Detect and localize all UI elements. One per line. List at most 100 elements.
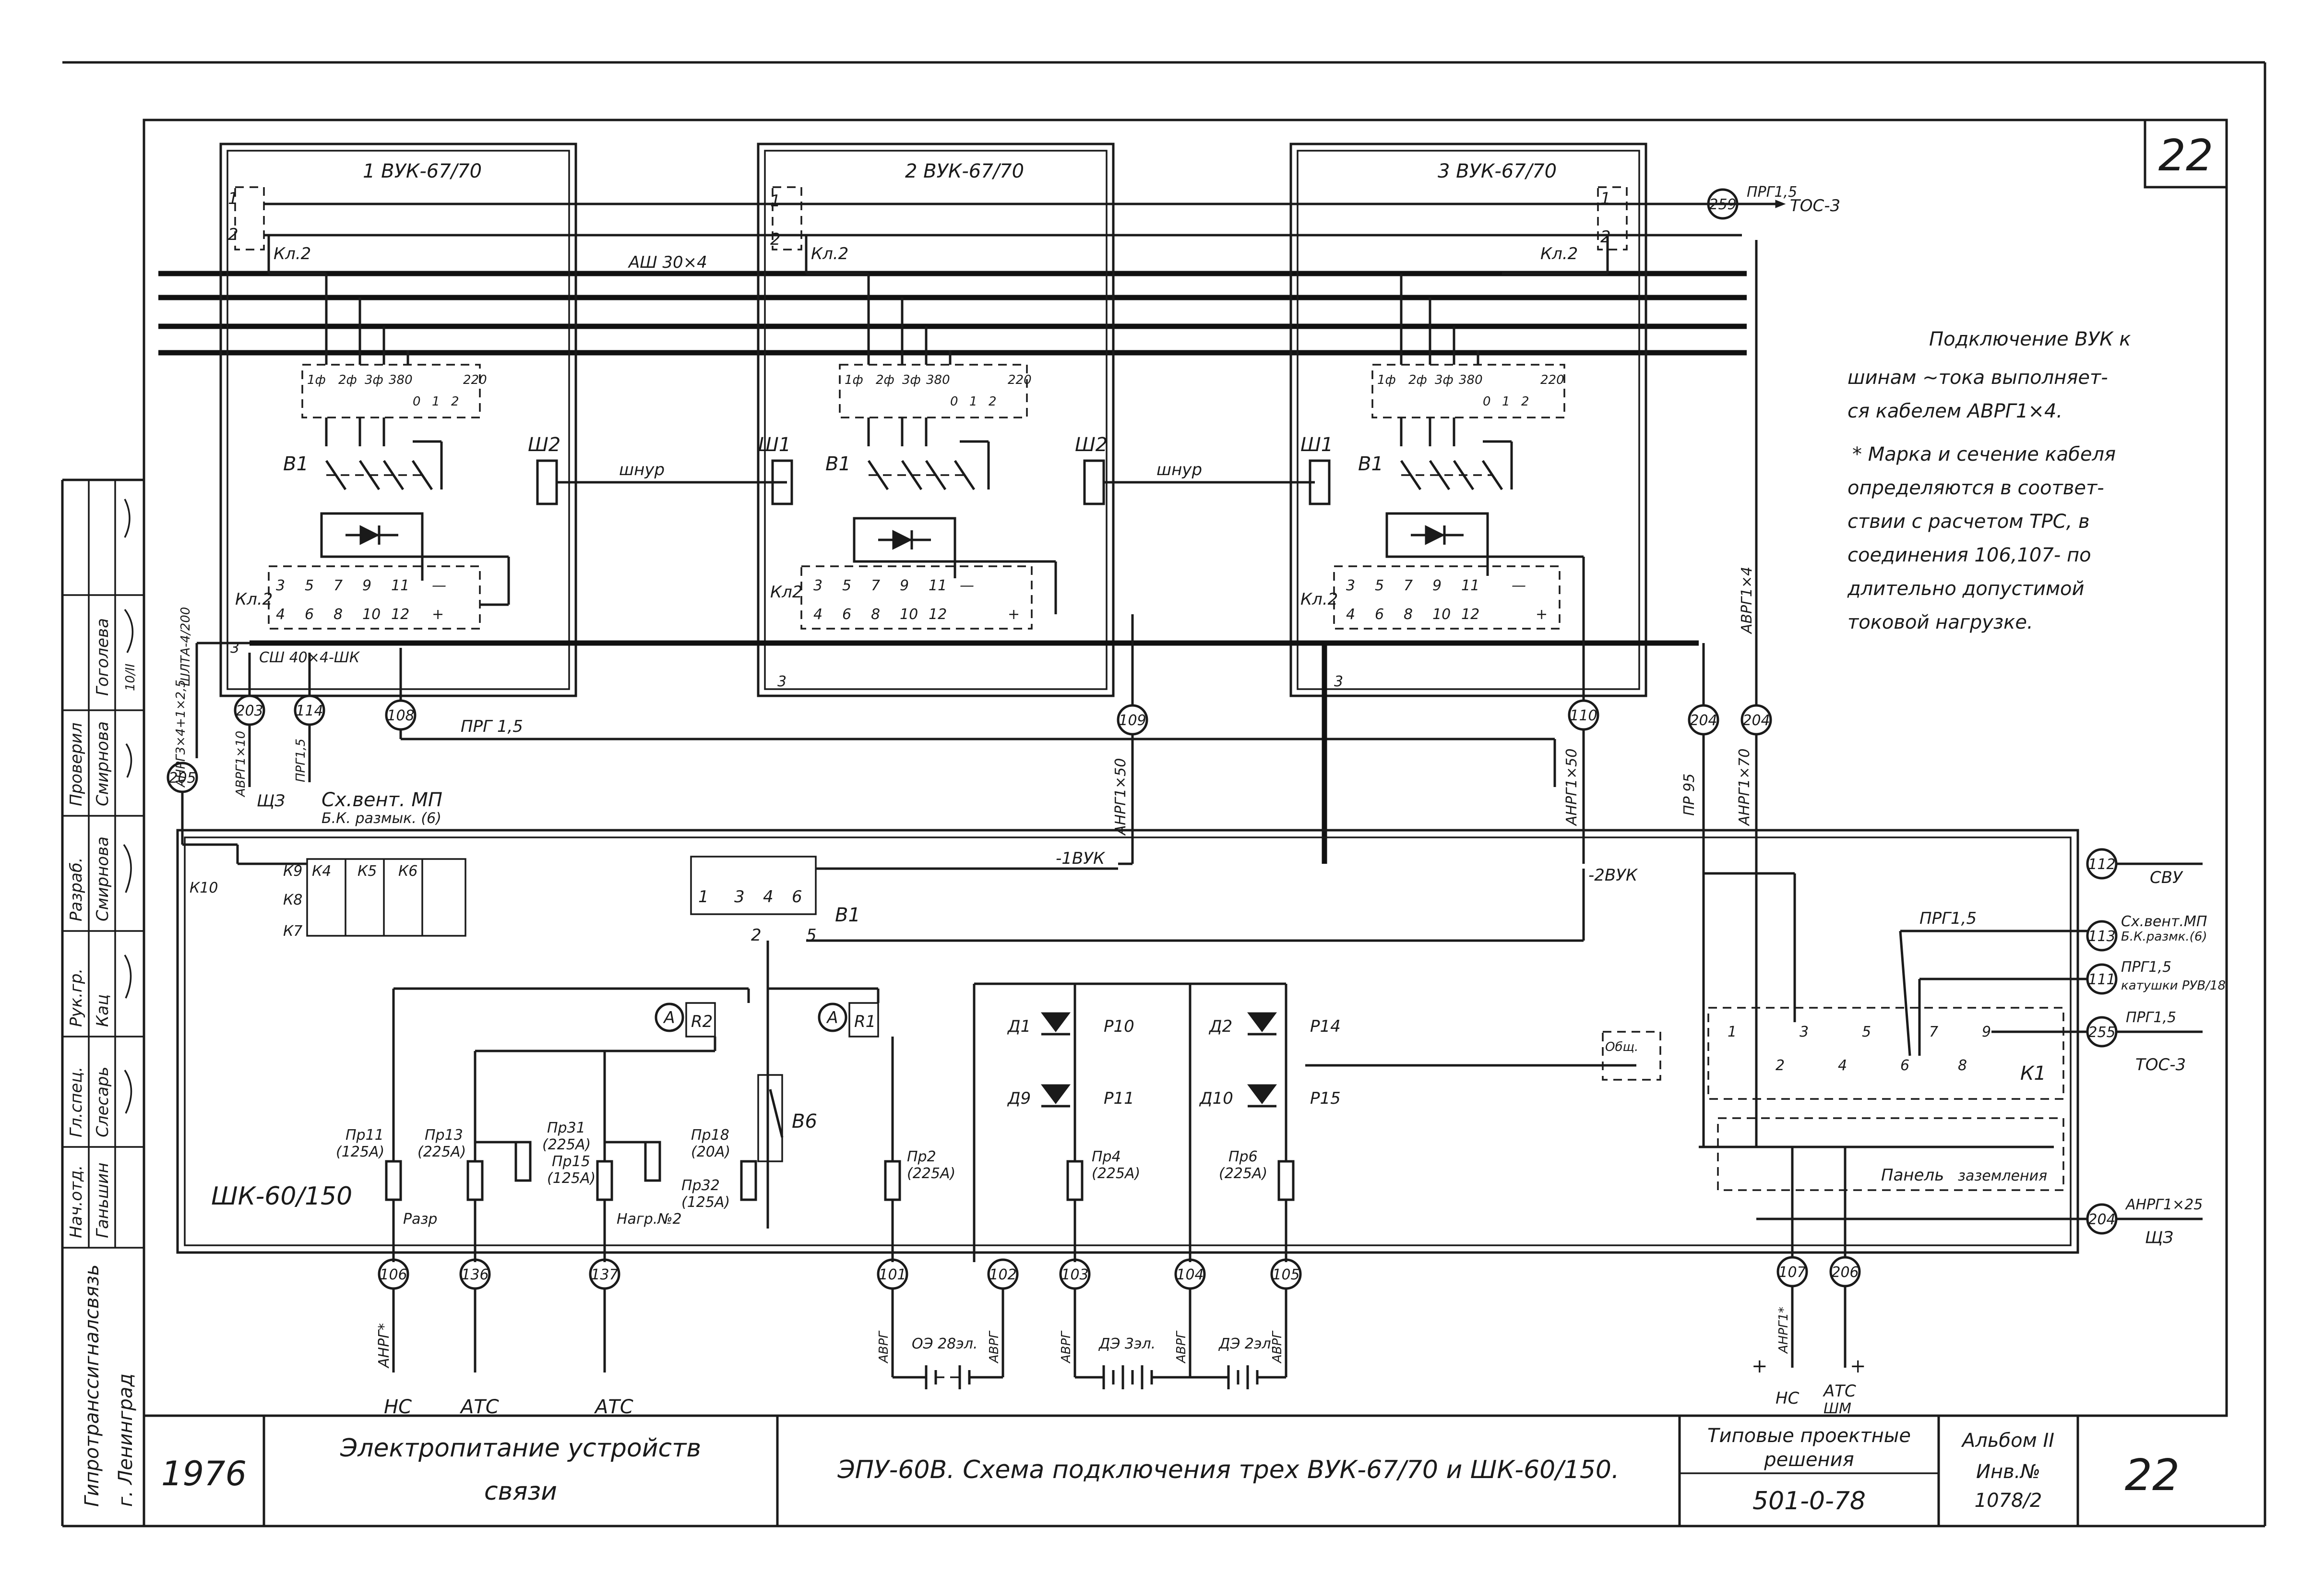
sign-date: 10/II <box>123 664 138 691</box>
razr-label: Разр <box>403 1211 437 1228</box>
role-5: Проверил <box>67 723 86 806</box>
org-line-2: г. Ленинград <box>115 1373 137 1507</box>
r1-ph3: 3ф <box>365 373 383 387</box>
fuse-pr11-name: Пр11 <box>346 1127 384 1144</box>
terminal-107: 107 <box>1778 1264 1806 1281</box>
r1-ph1: 1ф <box>307 373 326 387</box>
r3-t3-bottom: 3 <box>1334 673 1343 690</box>
r2-v0: 0 <box>950 394 958 409</box>
note-2-line-2: определяются в соответ- <box>1847 477 2104 499</box>
r1-term-1: 1 <box>228 189 238 208</box>
k1-t1: 1 <box>1728 1024 1737 1040</box>
terminal-103: 103 <box>1061 1266 1088 1283</box>
r1-tplus: + <box>432 606 444 623</box>
diode-d1-label: Д1 <box>1007 1017 1031 1036</box>
prg15-mid: ПРГ 1,5 <box>461 717 523 736</box>
ammeter-2-r: R2 <box>691 1012 713 1031</box>
avrg-4: АВРГ <box>1174 1330 1189 1364</box>
signer-2: Слесарь <box>93 1066 112 1137</box>
r2-term-1: 1 <box>770 191 781 211</box>
series-code: 501-0-78 <box>1752 1487 1866 1515</box>
fuse-pr18-rating: (20А) <box>691 1144 730 1160</box>
vent-mp-right: Сх.вент.МП <box>2121 913 2207 930</box>
prg15-right-3: ПРГ1,5 <box>2126 1009 2176 1026</box>
ground-label: заземления <box>1958 1168 2047 1184</box>
terminal-203: 203 <box>236 703 263 719</box>
r2-tplus: + <box>1008 606 1020 623</box>
sheet-number-bottom: 22 <box>2125 1450 2180 1501</box>
k1-t6: 6 <box>1900 1057 1909 1074</box>
r3-term-2: 2 <box>1600 227 1611 247</box>
pr95-label: ПР 95 <box>1681 774 1698 816</box>
r3-kl2-top: Кл.2 <box>1540 244 1578 263</box>
notes: Подключение ВУК к шинам ~тока выполняет-… <box>1847 328 2131 633</box>
r1-term-2: 2 <box>228 225 238 244</box>
sheet-number-box: 22 <box>2144 119 2228 189</box>
fuse-pr4-name: Пр4 <box>1092 1148 1121 1165</box>
r2-tminus: — <box>960 577 974 594</box>
k1-t3: 3 <box>1800 1024 1809 1040</box>
r3-tminus: — <box>1512 577 1526 594</box>
r2-380: 380 <box>926 373 950 387</box>
vent-mp: Сх.вент. МП <box>322 789 442 811</box>
role-3: Рук.гр. <box>67 968 86 1027</box>
diode-d10-label: Д10 <box>1199 1089 1233 1108</box>
r3-ph1: 1ф <box>1377 373 1396 387</box>
avrg1x4-label: АВРГ1×4 <box>1739 567 1755 634</box>
avrg1x10-label: АВРГ1×10 <box>234 731 248 798</box>
prg-top-label: ПРГ1,5 <box>1747 184 1797 201</box>
r3-t10: 10 <box>1432 606 1451 623</box>
anrg1-bottom: АНРГ1* <box>1776 1307 1791 1354</box>
fuse-pr31-rating: (225А) <box>542 1136 591 1153</box>
diode-d2-label: Д2 <box>1208 1017 1232 1036</box>
k1-t9: 9 <box>1982 1024 1991 1040</box>
r1-kl2-mid: Кл.2 <box>235 590 273 609</box>
relay-k1: К1 <box>2020 1062 2046 1085</box>
role-2: Гл.спец. <box>67 1067 86 1137</box>
cabinet-title: ШК-60/150 <box>211 1182 352 1211</box>
terminal-101: 101 <box>879 1266 906 1283</box>
anrg1x25-label: АНРГ1×25 <box>2125 1196 2203 1213</box>
role-1: Нач.отд. <box>67 1165 86 1238</box>
album-label: Альбом II <box>1961 1430 2054 1452</box>
r3-220: 220 <box>1540 373 1564 387</box>
note-2-line-4: соединения 106,107- по <box>1847 544 2091 566</box>
r3-v1: 1 <box>1502 394 1510 409</box>
signer-5: Смирнова <box>93 721 112 806</box>
terminal-112: 112 <box>2088 856 2115 873</box>
r1-t9: 9 <box>362 577 371 594</box>
fuse-pr18: Пр18 (20А) Пр32 (125А) <box>681 1127 757 1211</box>
r1-t6: 6 <box>305 606 314 623</box>
terminal-259: 259 <box>1709 196 1736 213</box>
subject-line-1: Электропитание устройств <box>340 1434 701 1463</box>
rectifier-2-title: 2 ВУК-67/70 <box>905 160 1024 182</box>
r1-kl2-top: Кл.2 <box>274 244 311 263</box>
r2-ph3: 3ф <box>902 373 921 387</box>
signer-4: Смирнова <box>93 836 112 921</box>
series-line-1: Типовые проектные <box>1707 1425 1911 1447</box>
inv-label: Инв.№ <box>1976 1461 2040 1483</box>
panel-label: Панель <box>1881 1166 1944 1185</box>
r1-t7: 7 <box>334 577 343 594</box>
ac-busbars: АШ 30×4 <box>158 253 1747 356</box>
r1-t12: 12 <box>391 606 409 623</box>
fuse-pr6-name: Пр6 <box>1228 1148 1258 1165</box>
k5-label: К5 <box>358 863 377 880</box>
fuse-pr31: Пр31 (225А) Пр15 (125А) <box>542 1051 661 1201</box>
r3-plug-left: Ш1 <box>1300 434 1333 456</box>
prg15-right-2: ПРГ1,5 <box>2121 959 2171 976</box>
r1-tminus: — <box>432 577 446 594</box>
signer-6: Гоголева <box>93 618 112 696</box>
r2-t3: 3 <box>813 577 822 594</box>
r2-t7: 7 <box>871 577 880 594</box>
rectifier-1-title: 1 ВУК-67/70 <box>363 160 482 182</box>
year: 1976 <box>161 1454 247 1493</box>
note-1-line-2: шинам ~тока выполняет- <box>1847 367 2108 389</box>
b1-t1: 1 <box>698 887 709 907</box>
note-2-line-6: токовой нагрузке. <box>1847 611 2033 633</box>
subject-line-2: связи <box>484 1477 557 1506</box>
ammeter-1-a: А <box>826 1008 838 1027</box>
terminal-255: 255 <box>2088 1024 2115 1041</box>
b1-t3: 3 <box>734 887 745 907</box>
fuse-pr31-name: Пр31 <box>547 1120 585 1136</box>
